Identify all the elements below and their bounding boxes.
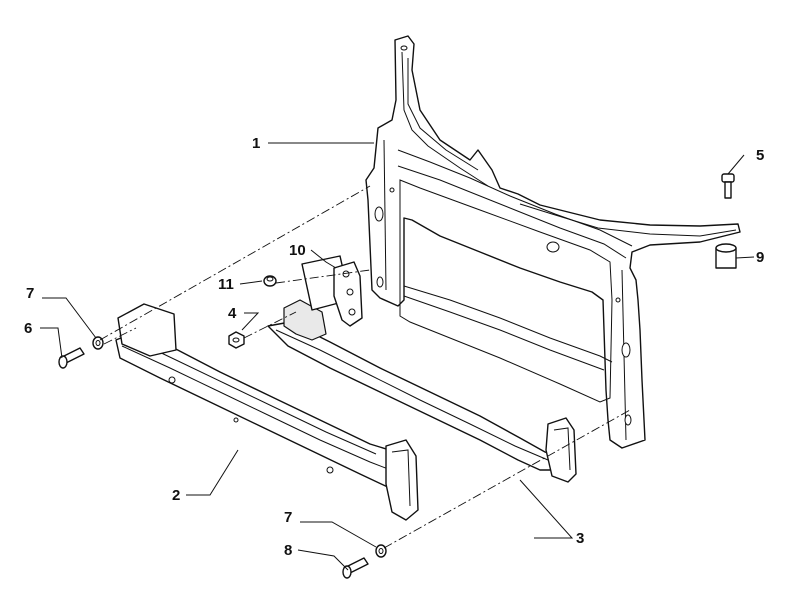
assembly-axis-lines <box>99 185 631 549</box>
front-panel-frame <box>365 35 741 449</box>
callout-10: 10 <box>289 242 306 259</box>
callout-5: 5 <box>756 147 764 164</box>
callout-11: 11 <box>218 276 234 293</box>
bolt-6 <box>58 347 85 369</box>
leader-lines <box>40 142 755 571</box>
bracket-plate <box>333 261 363 327</box>
bolt-5 <box>721 173 735 199</box>
bumper-beam <box>115 303 419 521</box>
nut-4 <box>228 331 245 349</box>
callout-9: 9 <box>756 249 764 266</box>
callout-4: 4 <box>228 305 237 322</box>
absorber-beam <box>267 255 577 483</box>
callout-7-lower: 7 <box>284 509 292 526</box>
callout-8: 8 <box>284 542 292 559</box>
bushing-9 <box>715 243 737 269</box>
callout-7-left: 7 <box>26 285 34 302</box>
callout-1: 1 <box>252 135 260 152</box>
callout-6: 6 <box>24 320 32 337</box>
callout-labels: 1 2 3 4 5 6 7 7 8 9 10 11 <box>24 135 764 559</box>
nut-11 <box>263 275 277 287</box>
bolt-8 <box>342 557 369 579</box>
callout-2: 2 <box>172 487 180 504</box>
callout-3: 3 <box>576 530 584 547</box>
washer-7-lower <box>375 544 387 558</box>
